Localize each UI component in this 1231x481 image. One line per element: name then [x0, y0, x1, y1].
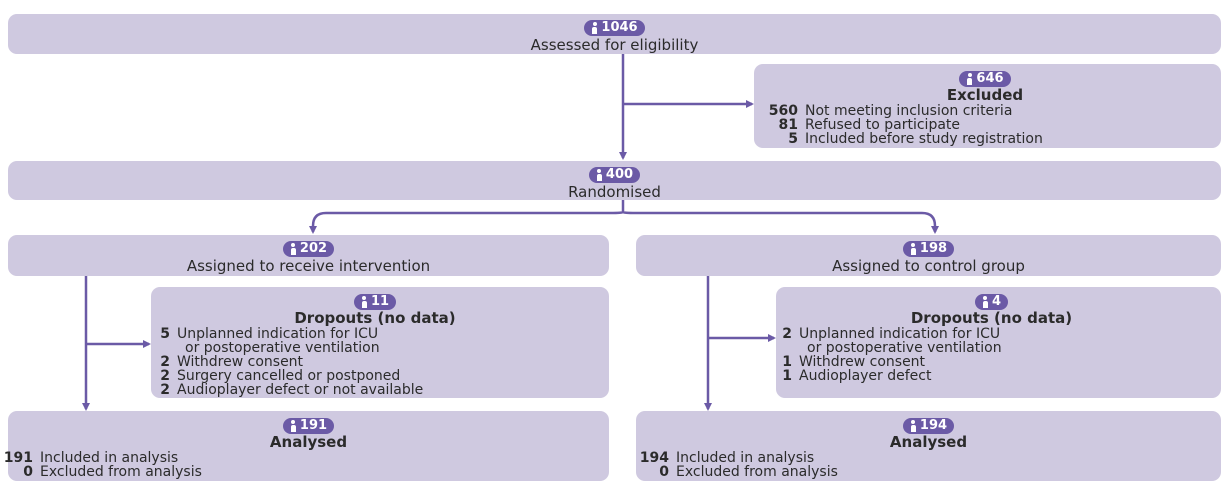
- intervention-count-badge: 202: [282, 240, 335, 257]
- randomised-count: 400: [605, 166, 634, 182]
- person-icon: [290, 242, 297, 255]
- control-dropouts-count: 4: [991, 293, 1002, 309]
- randomised-count-badge: 400: [588, 166, 641, 183]
- person-icon: [910, 419, 917, 432]
- intervention-count: 202: [299, 240, 328, 256]
- person-icon: [910, 242, 917, 255]
- intervention-dropouts-count: 11: [370, 293, 390, 309]
- intervention-analysed-count-badge: 191: [282, 417, 335, 434]
- control-analysed-count-badge: 194: [902, 417, 955, 434]
- connector-to-control: [621, 210, 939, 234]
- control-label: Assigned to control group: [832, 257, 1025, 275]
- assessed-count: 1046: [601, 19, 638, 35]
- intervention-dropouts-title: Dropouts (no data): [294, 309, 456, 327]
- control-analysed-title: Analysed: [889, 433, 968, 451]
- randomised-box: 400 Randomised: [8, 161, 1221, 201]
- person-icon: [361, 295, 368, 308]
- person-icon: [591, 21, 598, 34]
- control-count-badge: 198: [902, 240, 955, 257]
- control-count: 198: [919, 240, 948, 256]
- control-dropouts-title: Dropouts (no data): [910, 309, 1073, 327]
- person-icon: [966, 72, 973, 85]
- person-icon: [596, 168, 603, 181]
- intervention-dropouts-count-badge: 11: [353, 293, 397, 310]
- excluded-count-badge: 646: [959, 70, 1011, 87]
- control-analysed-count: 194: [919, 417, 948, 433]
- excluded-count: 646: [976, 70, 1004, 86]
- control-dropouts-count-badge: 4: [974, 293, 1009, 310]
- randomised-label: Randomised: [568, 183, 661, 201]
- intervention-label: Assigned to receive intervention: [186, 257, 431, 275]
- intervention-analysed-title: Analysed: [269, 433, 348, 451]
- intervention-box: 202 Assigned to receive intervention: [8, 235, 609, 276]
- list-item: or postoperative ventilation: [185, 340, 380, 356]
- list-item: or postoperative ventilation: [807, 340, 1002, 356]
- person-icon: [982, 295, 989, 308]
- connector-to-intervention: [309, 210, 625, 234]
- assessed-count-badge: 1046: [584, 19, 645, 36]
- assessed-label: Assessed for eligibility: [530, 36, 699, 54]
- intervention-analysed-count: 191: [299, 417, 328, 433]
- person-icon: [290, 419, 297, 432]
- assessed-box: 1046 Assessed for eligibility: [8, 14, 1221, 54]
- control-box: 198 Assigned to control group: [636, 235, 1221, 276]
- excluded-title: Excluded: [946, 86, 1024, 104]
